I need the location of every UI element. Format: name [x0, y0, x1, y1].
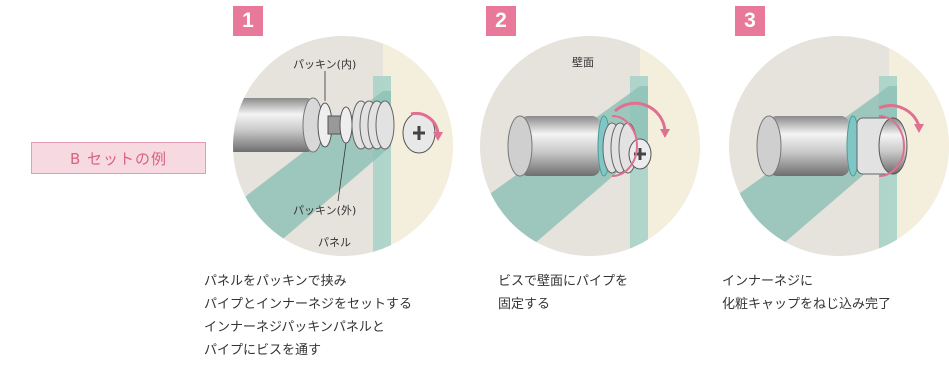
pipe	[233, 98, 313, 152]
inner-screw	[351, 100, 395, 150]
packing-outer-label: パッキン(外)	[293, 204, 356, 217]
step-3-badge: 3	[735, 6, 765, 36]
pipe	[520, 116, 600, 176]
decorative-cap	[878, 117, 908, 175]
step-1-badge: 1	[233, 6, 263, 36]
rotate-arrow	[613, 101, 667, 132]
rotate-arrow	[878, 104, 921, 127]
panel-label: パネル	[318, 236, 351, 249]
set-example-label: B セットの例	[31, 142, 206, 174]
step-2-illustration: 壁面	[480, 36, 700, 256]
step-1-illustration: パッキン(内) パッキン(外) パネル	[233, 36, 453, 256]
step-2-badge: 2	[486, 6, 516, 36]
step-2-caption: ビスで壁面にパイプを 固定する	[498, 274, 629, 312]
pipe	[769, 116, 849, 176]
rotate-arrow	[410, 111, 440, 135]
step-3-caption: インナーネジに 化粧キャップをねじ込み完了	[722, 274, 892, 312]
step-3-illustration	[729, 36, 949, 256]
wall-label: 壁面	[572, 55, 594, 69]
packing-inner-label: パッキン(内)	[293, 57, 356, 71]
packing-outer	[339, 106, 353, 144]
step-1-caption: パネルをパッキンで挟み パイプとインナーネジをセットする インナーネジパッキンパ…	[204, 274, 413, 358]
